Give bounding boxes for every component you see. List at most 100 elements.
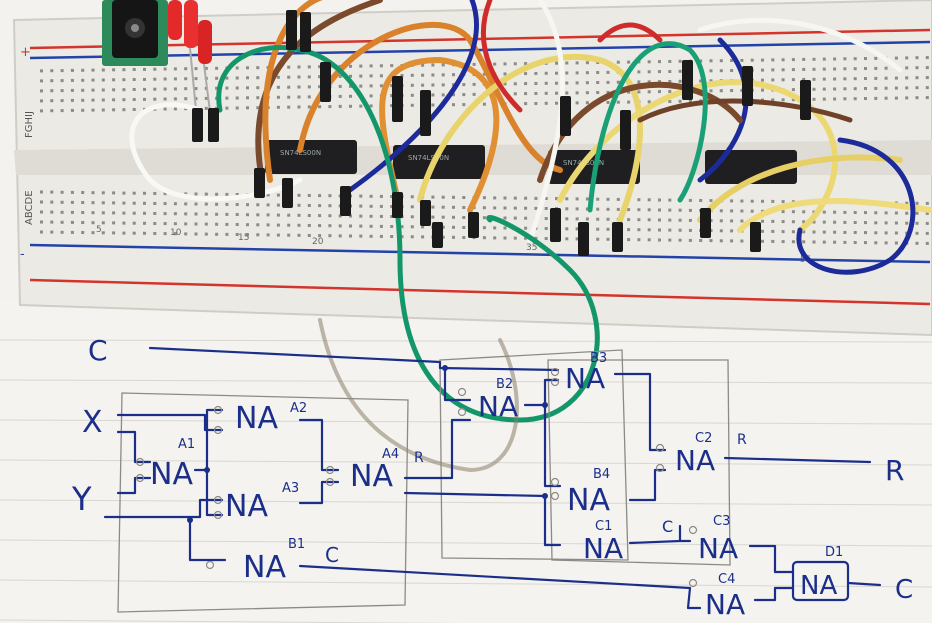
breadboard-hole xyxy=(379,194,383,198)
breadboard-hole xyxy=(771,199,775,203)
breadboard-hole xyxy=(122,98,126,102)
breadboard-hole xyxy=(246,223,249,227)
breadboard-hole xyxy=(493,226,497,230)
breadboard-hole xyxy=(215,66,219,70)
breadboard-hole xyxy=(81,191,85,194)
wire-b2-to-c1 xyxy=(543,494,562,547)
breadboard-hole xyxy=(143,221,146,225)
breadboard-hole xyxy=(812,77,816,81)
breadboard-hole xyxy=(915,96,919,100)
breadboard-hole xyxy=(390,205,394,208)
ic-chips: SN74LS00N SN74LS00N SN74LS00N xyxy=(265,140,797,184)
breadboard-hole xyxy=(585,61,589,65)
breadboard-hole xyxy=(50,200,54,204)
breadboard-hole xyxy=(194,212,198,216)
breadboard-hole xyxy=(359,104,363,108)
breadboard-hole xyxy=(369,94,373,98)
breadboard-hole xyxy=(318,85,322,89)
breadboard-hole xyxy=(462,206,466,209)
wire-yellow-1 xyxy=(417,53,643,223)
breadboard-hole xyxy=(781,58,785,62)
breadboard-hole xyxy=(410,195,414,199)
breadboard-hole xyxy=(379,214,383,218)
breadboard-hole xyxy=(328,204,332,208)
breadboard-hole xyxy=(60,79,64,83)
breadboard-hole xyxy=(153,67,157,71)
breadboard-hole xyxy=(647,228,651,232)
breadboard-hole xyxy=(153,77,157,81)
breadboard-hole xyxy=(544,91,548,95)
breadboard-hole xyxy=(101,88,105,92)
gate-label-b3: B3 xyxy=(590,351,607,366)
breadboard-hole xyxy=(678,228,682,232)
breadboard-hole xyxy=(266,213,270,217)
breadboard-hole xyxy=(122,201,126,205)
breadboard-hole xyxy=(338,104,342,108)
breadboard-hole xyxy=(359,234,363,238)
breadboard-hole xyxy=(256,76,260,80)
breadboard-hole xyxy=(60,230,64,234)
breadboard-hole xyxy=(50,210,54,214)
wire-navy-3 xyxy=(796,137,916,275)
breadboard-hole xyxy=(70,220,74,224)
gate-b4-text: NA xyxy=(567,483,610,518)
gate-c3-text: NA xyxy=(698,532,738,565)
breadboard-hole xyxy=(822,57,826,61)
breadboard-hole xyxy=(596,217,600,221)
breadboard-hole xyxy=(462,83,466,87)
gate-c2-text: NA xyxy=(675,444,715,477)
breadboard-hole xyxy=(50,99,54,103)
breadboard-hole xyxy=(719,229,723,233)
breadboard-hole xyxy=(833,97,837,101)
wire-plugs xyxy=(192,10,811,256)
breadboard-hole xyxy=(565,237,569,241)
breadboard-hole xyxy=(637,90,641,94)
breadboard-hole xyxy=(40,89,43,93)
breadboard-hole xyxy=(524,102,528,106)
breadboard-hole xyxy=(369,224,373,228)
breadboard-hole xyxy=(771,98,775,102)
breadboard-hole xyxy=(874,211,878,215)
breadboard-hole xyxy=(915,76,919,80)
breadboard-hole xyxy=(40,99,43,103)
pencil-boxes xyxy=(117,349,731,613)
breadboard-hole xyxy=(132,201,136,205)
breadboard-hole xyxy=(781,68,785,72)
breadboard-hole xyxy=(843,230,847,234)
breadboard-hole xyxy=(544,197,548,200)
wire-red-1 xyxy=(480,0,523,113)
breadboard-hole xyxy=(812,57,816,61)
breadboard-hole xyxy=(379,74,383,78)
breadboard-hole xyxy=(781,98,785,102)
breadboard-hole xyxy=(513,82,517,86)
breadboard-hole xyxy=(349,104,352,108)
breadboard-hole xyxy=(894,231,898,235)
wire-c-input xyxy=(148,346,560,372)
breadboard-hole xyxy=(833,57,837,61)
breadboard-hole xyxy=(194,77,198,81)
breadboard-hole xyxy=(184,192,188,196)
gate-a4-text: NA xyxy=(350,459,393,494)
breadboard-hole xyxy=(328,234,332,238)
breadboard-hole xyxy=(833,220,837,224)
breadboard-hole xyxy=(503,72,507,76)
breadboard-hole xyxy=(452,235,455,239)
top-blue-rail xyxy=(29,40,931,60)
breadboard-hole xyxy=(503,196,507,200)
breadboard-hole xyxy=(91,211,95,215)
breadboard-hole xyxy=(565,227,569,231)
breadboard-hole xyxy=(173,202,177,206)
breadboard-hole xyxy=(441,63,445,67)
breadboard-hole xyxy=(235,86,239,90)
breadboard-hole xyxy=(678,208,682,212)
breadboard-hole xyxy=(132,211,136,215)
breadboard-hole xyxy=(70,78,74,82)
wire-c3-out xyxy=(748,544,795,574)
breadboard-hole xyxy=(894,96,898,100)
breadboard-hole xyxy=(555,61,558,65)
breadboard-hole xyxy=(225,76,229,80)
breadboard-hole xyxy=(771,58,775,62)
breadboard-hole xyxy=(122,191,126,195)
breadboard-hole xyxy=(184,67,188,71)
breadboard-hole xyxy=(266,203,270,207)
